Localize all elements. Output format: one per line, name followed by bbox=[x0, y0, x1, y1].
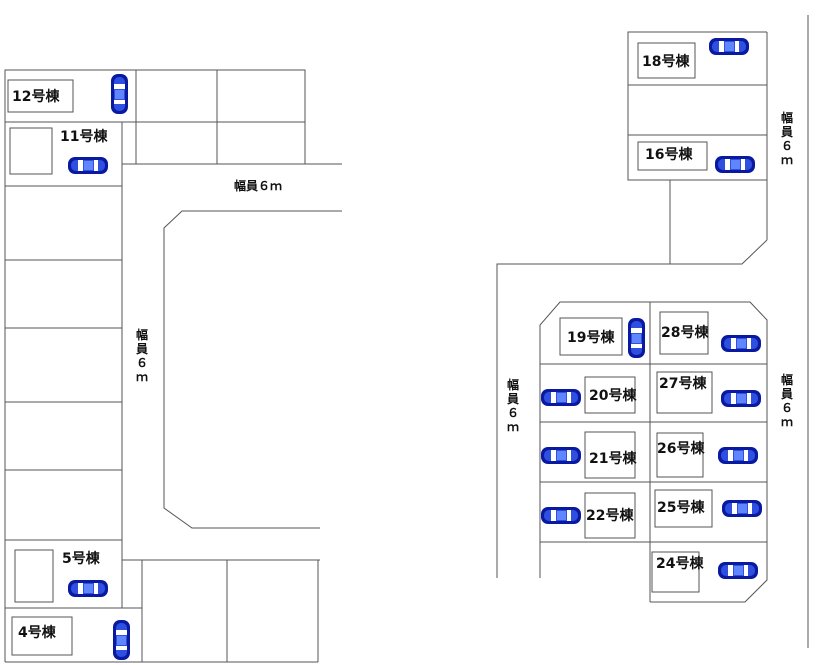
lot-label-22: 22号棟 bbox=[586, 507, 634, 524]
road-width-label-vertical: ６ bbox=[781, 139, 793, 153]
lot-label-16: 16号棟 bbox=[645, 146, 693, 163]
car-icon bbox=[718, 562, 758, 579]
road-width-label-vertical: ６ bbox=[507, 406, 519, 420]
lot-label-20: 20号棟 bbox=[589, 387, 637, 404]
road-width-label-vertical: 員 bbox=[506, 392, 519, 406]
lot-label-4: 4号棟 bbox=[18, 624, 57, 641]
lot-label-21: 21号棟 bbox=[589, 450, 637, 467]
lot-label-18: 18号棟 bbox=[642, 53, 690, 70]
lot-label-24: 24号棟 bbox=[656, 555, 704, 572]
right-top-buildings bbox=[637, 42, 708, 171]
road-width-label-vertical: 幅 bbox=[781, 110, 793, 125]
car-icon bbox=[541, 389, 581, 406]
left-block-lines bbox=[4, 69, 342, 663]
car-icon bbox=[709, 38, 749, 55]
road-width-label-horizontal: 幅員６ｍ bbox=[234, 178, 282, 193]
road-width-label-vertical: ｍ bbox=[781, 153, 793, 167]
road-width-label-vertical: ６ bbox=[136, 356, 148, 370]
road-width-label-vertical: ６ bbox=[781, 401, 793, 415]
road-labels: 幅員６ｍ 幅 員 ６ ｍ 幅 員 ６ ｍ 幅 員 ６ ｍ 幅 員 ６ ｍ bbox=[135, 110, 793, 434]
lot-label-26: 26号棟 bbox=[657, 440, 705, 457]
road-width-label-vertical: ｍ bbox=[507, 420, 519, 434]
lot-label-12: 12号棟 bbox=[12, 88, 60, 105]
lot-labels: 12号棟 11号棟 5号棟 4号棟 18号棟 16号棟 19号棟 28号棟 20… bbox=[12, 53, 709, 641]
left-buildings bbox=[7, 79, 74, 656]
road-width-label-vertical: 幅 bbox=[507, 377, 519, 392]
right-top-block-lines bbox=[496, 15, 809, 648]
road-width-label-vertical: 幅 bbox=[136, 327, 148, 342]
car-icon bbox=[68, 157, 108, 174]
right-bottom-buildings bbox=[559, 311, 713, 593]
car-icon bbox=[721, 390, 761, 407]
lot-label-27: 27号棟 bbox=[659, 375, 707, 392]
car-icon bbox=[541, 507, 581, 524]
road-width-label-vertical: 員 bbox=[135, 342, 148, 356]
lot-label-5: 5号棟 bbox=[62, 550, 101, 567]
road-width-label-vertical: 員 bbox=[780, 125, 793, 139]
road-width-label-vertical: 員 bbox=[780, 387, 793, 401]
car-icon bbox=[541, 447, 581, 464]
road-width-label-vertical: ｍ bbox=[781, 415, 793, 429]
car-icon bbox=[68, 580, 108, 597]
car-icon bbox=[628, 318, 645, 358]
road-width-label-vertical: 幅 bbox=[781, 372, 793, 387]
car-icon bbox=[715, 156, 755, 173]
lot-label-25: 25号棟 bbox=[657, 499, 705, 516]
car-icon bbox=[721, 335, 761, 352]
lot-label-19: 19号棟 bbox=[567, 329, 615, 346]
car-icon bbox=[718, 447, 758, 464]
right-bottom-block-lines bbox=[539, 301, 768, 603]
road-width-label-vertical: ｍ bbox=[136, 370, 148, 384]
car-icon bbox=[111, 74, 128, 114]
lot-label-28: 28号棟 bbox=[661, 324, 709, 341]
car-icon bbox=[113, 620, 130, 660]
lot-label-11: 11号棟 bbox=[60, 128, 108, 145]
car-icon bbox=[722, 500, 762, 517]
